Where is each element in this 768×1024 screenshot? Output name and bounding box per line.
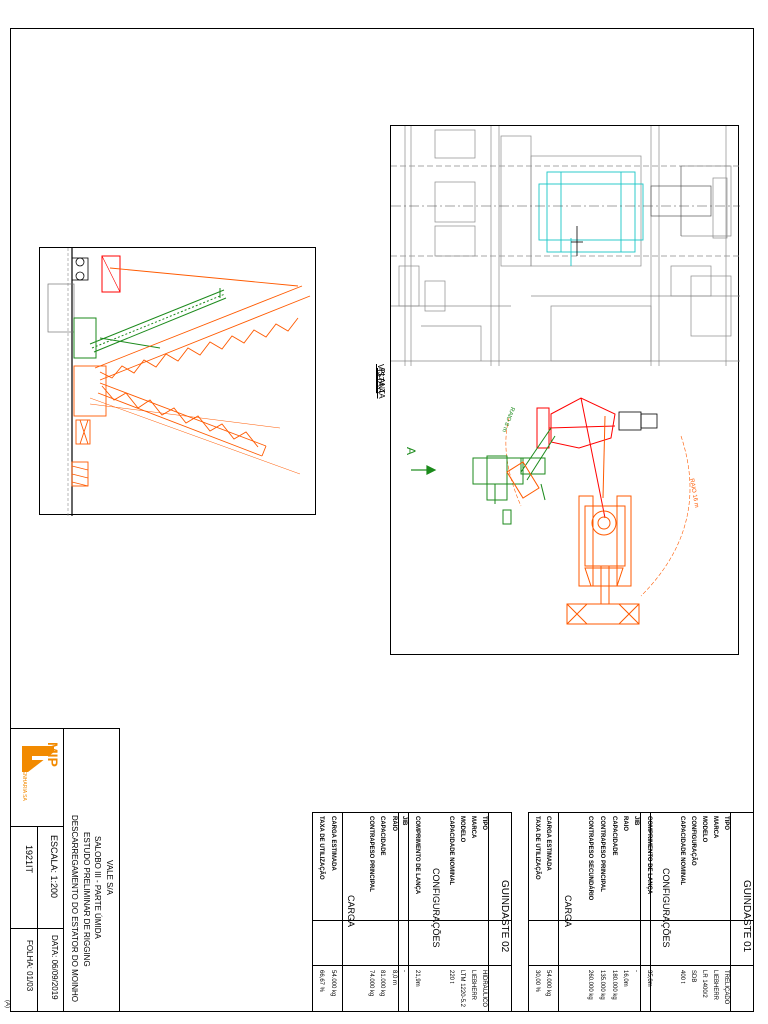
crane1-config-label: JIB [633, 816, 639, 826]
crane1-config-value: 16,0m [622, 970, 628, 987]
crane1-config-value: 35,0m [646, 970, 652, 987]
crane2-config-value: 8,0 m [391, 970, 397, 986]
plan-view [390, 125, 740, 655]
plan-drawing [391, 126, 740, 625]
company-sub: ENGENHARIA SA [21, 760, 27, 801]
crane2-row-value: LIEBHERR [470, 970, 476, 1001]
crane1-row-value: 400 t [679, 970, 685, 984]
table-divider [650, 812, 651, 1012]
title-block-divider [10, 826, 63, 827]
area-name: SALOBO III - PARTE ÚMIDA [93, 836, 102, 939]
crane2-config-value: - [401, 970, 407, 972]
elevation-drawing [47, 248, 311, 516]
crane2-load-value: 54.000 kg [330, 970, 336, 997]
crane1-row-value: TRELIÇADO [723, 970, 729, 1005]
crane1-load-label: TAXA DE UTILIZAÇÃO [534, 816, 540, 880]
crane1-title: GUINDASTE 01 [741, 880, 752, 953]
arrow-label: A [404, 447, 418, 456]
crane1-row-label: TIPO [723, 816, 729, 831]
title-block-divider [63, 728, 64, 1012]
elevation-view [39, 247, 316, 516]
table-divider [342, 812, 343, 1012]
crane1-row-label: MARCA [712, 816, 718, 839]
crane2-config-label: CAPACIDADE [379, 816, 385, 856]
crane1-row-value: LIEBHERR [712, 970, 718, 1001]
crane1-config-label: CAPACIDADE [611, 816, 617, 856]
crane1-config-title: CONFIGURAÇÕES [661, 868, 671, 948]
table-divider [528, 920, 754, 921]
crane2-row-value: 220 t [448, 970, 454, 984]
crane2-config-label: CONTRAPESO PRINCIPAL [368, 816, 374, 892]
crane1-table [528, 812, 754, 1012]
table-divider [398, 812, 399, 1012]
plan-view-label: PLANTA [377, 368, 386, 399]
crane1-row-value: LR 1400/2 [701, 970, 707, 998]
scale-text: ESCALA: 1:200 [49, 835, 59, 899]
crane2-row-value: LTM 1220-5.2 [459, 970, 465, 1007]
crane1-config-label: RAIO [622, 816, 628, 831]
table-divider [488, 812, 489, 1012]
crane1-row-label: MODELO [701, 816, 707, 843]
crane1-load-value: 54.000 kg [545, 970, 551, 997]
crane1-row-label: CONFIGURAÇÃO [690, 816, 696, 866]
table-divider [528, 965, 754, 966]
crane2-config-label: COMPRIMENTO DE LANÇA [414, 816, 420, 895]
crane1-load-value: 30,00 % [534, 970, 540, 993]
title-block [10, 728, 120, 1012]
crane2-config-label: JIB [401, 816, 407, 826]
revision-mark: (A) [4, 1000, 10, 1008]
drawing-description: DESCARREGAMENTO DO ESTATOR DO MOINHO [70, 815, 79, 1002]
crane2-load-value: 66,67 % [318, 970, 324, 993]
crane2-table [312, 812, 512, 1012]
table-divider [730, 812, 731, 1012]
crane2-config-label: RAIO [391, 816, 397, 831]
client-name: VALE S/A [105, 860, 114, 895]
company-logo-text: MIP [45, 742, 61, 767]
crane1-row-label: CAPACIDADE NOMINAL [679, 816, 685, 886]
crane2-config-value: 21,9m [414, 970, 420, 987]
crane1-load-title: CARGA [563, 895, 573, 928]
crane1-config-label: CONTRAPESO SECUNDÁRIO [587, 816, 593, 901]
table-divider [640, 812, 641, 1012]
crane2-config-title: CONFIGURAÇÕES [431, 868, 441, 948]
crane1-config-value: - [633, 970, 639, 972]
crane1-config-value: 260.000 kg [587, 970, 593, 1000]
table-divider [558, 812, 559, 1012]
crane2-load-label: TAXA DE UTILIZAÇÃO [318, 816, 324, 880]
crane1-config-value: 135.000 kg [599, 970, 605, 1000]
crane2-row-label: CAPACIDADE NOMINAL [448, 816, 454, 886]
table-divider [312, 920, 512, 921]
crane1-load-label: CARGA ESTIMADA [545, 816, 551, 871]
title-block-divider [10, 928, 63, 929]
crane2-load-label: CARGA ESTIMADA [330, 816, 336, 871]
date-text: DATA: 06/09/2019 [50, 935, 59, 1000]
table-divider [408, 812, 409, 1012]
crane2-row-label: MARCA [470, 816, 476, 839]
drawing-number: 1921IT [24, 845, 34, 874]
table-divider [312, 965, 512, 966]
crane2-config-value: 81.000 kg [379, 970, 385, 997]
sheet-number: FOLHA: 01/03 [25, 940, 34, 992]
crane2-row-value: HIDRÁULICO [481, 970, 487, 1008]
crane1-config-value: 180.000 kg [611, 970, 617, 1000]
study-title: ESTUDO PRELIMINAR DE RIGGING [82, 832, 91, 967]
crane2-load-title: CARGA [346, 895, 356, 928]
company-logo [22, 746, 54, 772]
crane2-title: GUINDASTE 02 [499, 880, 510, 953]
title-block-divider [37, 826, 38, 1012]
crane1-config-label: COMPRIMENTO DE LANÇA [646, 816, 652, 895]
crane2-row-label: MODELO [459, 816, 465, 843]
crane1-row-value: SDB [690, 970, 696, 983]
crane2-row-label: TIPO [481, 816, 487, 831]
crane1-config-label: CONTRAPESO PRINCIPAL [599, 816, 605, 892]
crane2-config-value: 74.000 kg [368, 970, 374, 997]
